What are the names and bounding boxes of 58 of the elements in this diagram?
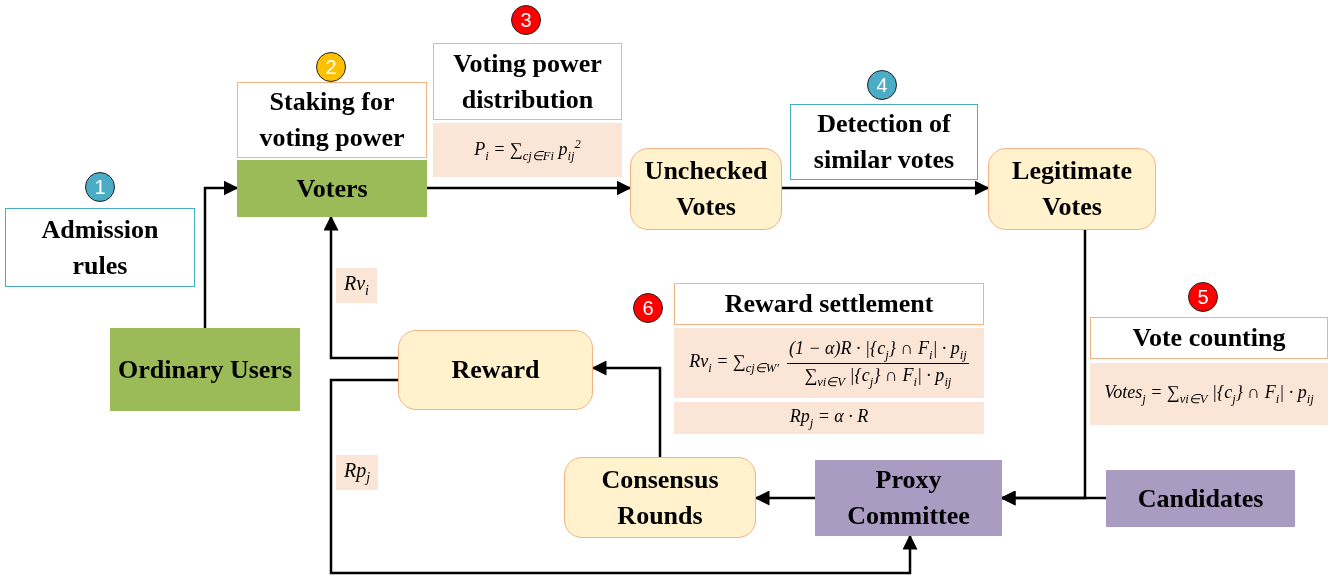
box-label: Unchecked Votes — [643, 155, 769, 223]
box-label: Reward settlement — [724, 288, 934, 321]
box-label: Voting power distribution — [452, 47, 603, 116]
process-box — [988, 148, 1156, 230]
process-box — [398, 330, 593, 410]
arrow — [782, 180, 990, 196]
number-badge — [316, 52, 346, 82]
box-label: Consensus Rounds — [600, 463, 720, 532]
note-box — [433, 43, 622, 120]
arrow — [427, 180, 632, 196]
entity-box — [237, 160, 427, 217]
process-box — [630, 148, 782, 230]
process-box — [564, 457, 756, 538]
step-number: 1 — [94, 175, 106, 199]
step-number: 3 — [520, 8, 532, 32]
box-label: Vote counting — [1132, 322, 1286, 355]
entity-box — [110, 328, 300, 411]
entity-box — [1106, 470, 1295, 527]
number-badge — [511, 5, 541, 35]
formula-box — [1090, 363, 1328, 425]
box-label: Admission rules — [40, 213, 160, 282]
box-label: Detection of similar votes — [812, 108, 956, 176]
step-number: 2 — [325, 55, 337, 79]
formula-text: Votes$_{j}$ = ∑$_{vi∈V}$ |{c$_{j}$} ∩ F$_{i}$| · p$_{ij}$ — [1104, 381, 1314, 407]
note-box — [674, 283, 984, 325]
step-number: 5 — [1197, 285, 1209, 309]
formula-text: (1 − α)R · |{c$_{j}$} ∩ F$_{i}$| · p$_{ij}$ — [786, 336, 969, 364]
box-label: Staking for voting power — [258, 86, 406, 154]
formula-text: Rp$_{j}$ = α · R — [789, 405, 869, 431]
entity-box — [815, 460, 1002, 536]
box-label: Reward — [451, 354, 540, 387]
step-number: 6 — [642, 296, 654, 320]
note-box — [5, 208, 195, 287]
box-label: Voters — [296, 172, 368, 205]
arrow — [754, 490, 815, 506]
box-label: Ordinary Users — [117, 353, 292, 386]
formula-text: ∑$_{vi∈V}$ |{c$_{j}$} ∩ F$_{i}$| · p$_{ij}$ — [804, 363, 952, 390]
formula-text: Rv$_{i}$ = ∑$_{cj∈W′}$ — [689, 350, 779, 376]
formula-box — [433, 123, 622, 177]
edge-label: Rv$_{i}$ — [336, 268, 377, 303]
step-number: 4 — [876, 73, 888, 97]
box-label: Legitimate Votes — [1011, 155, 1133, 223]
arrow — [591, 360, 662, 457]
edge-label: Rp$_{j}$ — [336, 455, 379, 490]
formula-box — [674, 328, 984, 398]
number-badge — [1188, 282, 1218, 312]
arrow — [329, 378, 918, 575]
number-badge — [867, 70, 897, 100]
note-box — [237, 82, 427, 158]
note-box — [1090, 317, 1328, 359]
arrow — [323, 215, 398, 360]
formula-box — [674, 402, 984, 434]
number-badge — [633, 293, 663, 323]
number-badge — [85, 172, 115, 202]
box-label: Proxy Committee — [846, 464, 971, 532]
box-label: Candidates — [1137, 482, 1264, 515]
arrow — [203, 180, 239, 328]
note-box — [790, 104, 978, 180]
